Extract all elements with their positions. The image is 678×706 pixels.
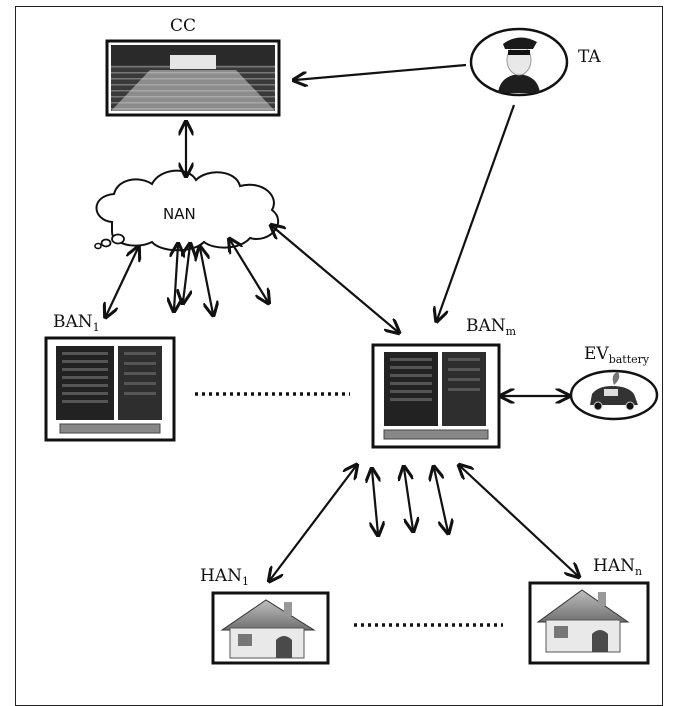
ban1-node [44, 336, 176, 442]
ban1-label: BAN1 [53, 312, 100, 334]
han1-label: HAN1 [200, 566, 249, 588]
ta-node [469, 27, 569, 97]
arrow-ta-cc [295, 63, 467, 80]
network-diagram [44, 27, 659, 665]
arrow-banm-han1 [270, 466, 356, 580]
control-room-icon [111, 45, 275, 111]
electric-car-icon [590, 372, 638, 411]
server-rack-icon [56, 346, 162, 434]
house-icon [536, 589, 630, 653]
arrow-nan-down-2 [183, 245, 190, 302]
cc-node [105, 39, 281, 117]
officer-icon [498, 37, 540, 93]
ev-node [569, 369, 659, 421]
house-icon [220, 599, 316, 659]
arrow-banm-hann [460, 466, 578, 576]
server-rack-icon [383, 352, 489, 440]
han1-node [211, 591, 330, 665]
arrow-banm-down-3 [434, 468, 448, 532]
arrow-banm-down-1 [372, 470, 378, 534]
arrow-nan-down-4 [230, 240, 268, 302]
ta-label: TA [578, 47, 601, 67]
arrow-banm-down-2 [404, 468, 413, 530]
arrow-ta-banm [437, 104, 516, 320]
arrow-nan-ban1 [106, 248, 138, 316]
nan-label: NAN [163, 205, 196, 223]
connections [106, 63, 578, 580]
arrow-nan-banm [272, 226, 398, 332]
cc-label: CC [170, 16, 197, 36]
hann-label: HANn [593, 556, 643, 578]
banm-node [371, 343, 501, 449]
arrow-nan-down-1 [174, 245, 178, 310]
hann-node [528, 581, 650, 665]
ev-label: EVbattery [584, 344, 650, 366]
arrow-nan-down-3 [200, 248, 213, 314]
banm-label: BANm [466, 316, 517, 338]
